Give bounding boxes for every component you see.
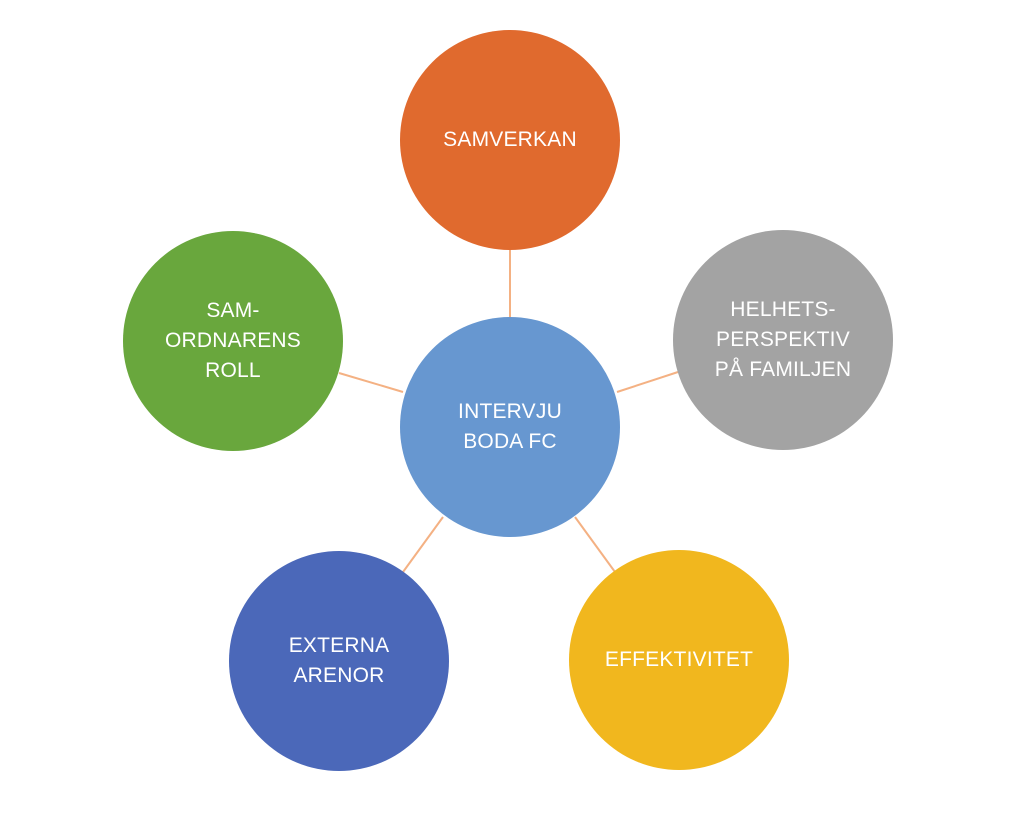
connector-right [616,371,679,393]
node-helhetsperspektiv-label: HELHETS- PERSPEKTIV PÅ FAMILJEN [714,298,852,381]
node-effektivitet-label: EFFEKTIVITET [604,648,754,671]
node-samordnarens-roll-label: SAM- ORDNARENS ROLL [165,299,301,382]
node-samordnarens-roll: SAM- ORDNARENS ROLL [123,231,343,451]
connector-bottom-right [574,516,616,573]
node-externa-arenor-label: EXTERNA ARENOR [288,634,390,687]
node-externa-arenor: EXTERNA ARENOR [229,551,449,771]
node-samverkan-label: SAMVERKAN [443,128,577,151]
connector-bottom-left [402,516,444,573]
node-samverkan: SAMVERKAN [400,30,620,250]
connector-left [338,372,404,393]
node-center-label: INTERVJU BODA FC [458,400,562,453]
node-center-intervju: INTERVJU BODA FC [400,317,620,537]
node-helhetsperspektiv: HELHETS- PERSPEKTIV PÅ FAMILJEN [673,230,893,450]
node-effektivitet: EFFEKTIVITET [569,550,789,770]
